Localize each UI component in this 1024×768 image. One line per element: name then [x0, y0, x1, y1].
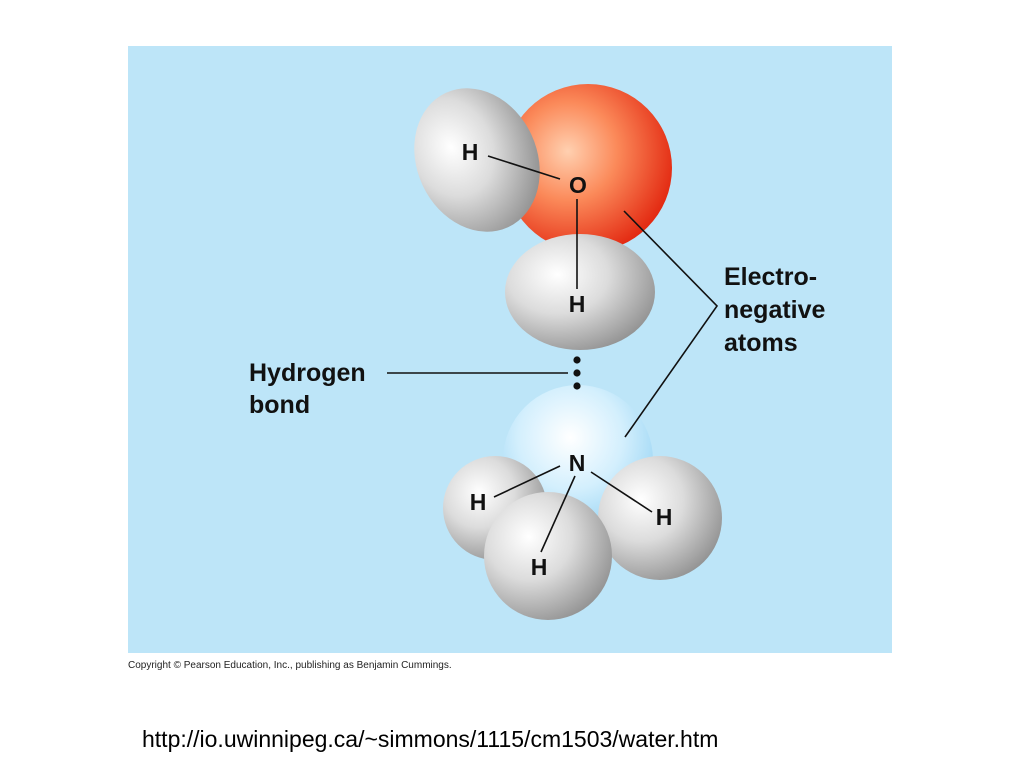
bond-n-h-left: [493, 465, 561, 498]
bond-h-o: [487, 155, 561, 180]
source-url-link[interactable]: http://io.uwinnipeg.ca/~simmons/1115/cm1…: [142, 726, 719, 752]
oxygen-label: O: [569, 172, 587, 198]
hydrogen-bond-label-line2: bond: [249, 391, 310, 419]
hydrogen-bond-dot: [573, 356, 581, 364]
ammonia-hydrogen-bottom-label: H: [531, 554, 548, 580]
electronegative-callout-line: [623, 210, 719, 438]
water-hydrogen-bottom-atom: [505, 234, 655, 350]
nitrogen-label: N: [569, 450, 586, 476]
oxygen-atom: [504, 84, 672, 252]
water-hydrogen-top-label: H: [462, 139, 479, 165]
ammonia-hydrogen-right-label: H: [656, 504, 673, 530]
bond-n-h-right: [590, 471, 653, 513]
hydrogen-bond-dot: [573, 382, 581, 390]
electronegative-label-line2: negative: [724, 296, 826, 324]
water-hydrogen-top-atom: [414, 88, 540, 232]
hydrogen-bond-dot: [573, 369, 581, 377]
electronegative-label-line1: Electro-: [724, 263, 817, 291]
water-hydrogen-bottom-label: H: [569, 291, 586, 317]
ammonia-hydrogen-right-atom: [598, 456, 722, 580]
ammonia-hydrogen-bottom-atom: [484, 492, 612, 620]
electronegative-label-line3: atoms: [724, 329, 798, 357]
hydrogen-bond-label-line1: Hydrogen: [249, 359, 366, 387]
copyright-notice: Copyright © Pearson Education, Inc., pub…: [128, 660, 452, 671]
bond-n-h-bottom: [540, 475, 576, 553]
ammonia-hydrogen-left-label: H: [470, 489, 487, 515]
